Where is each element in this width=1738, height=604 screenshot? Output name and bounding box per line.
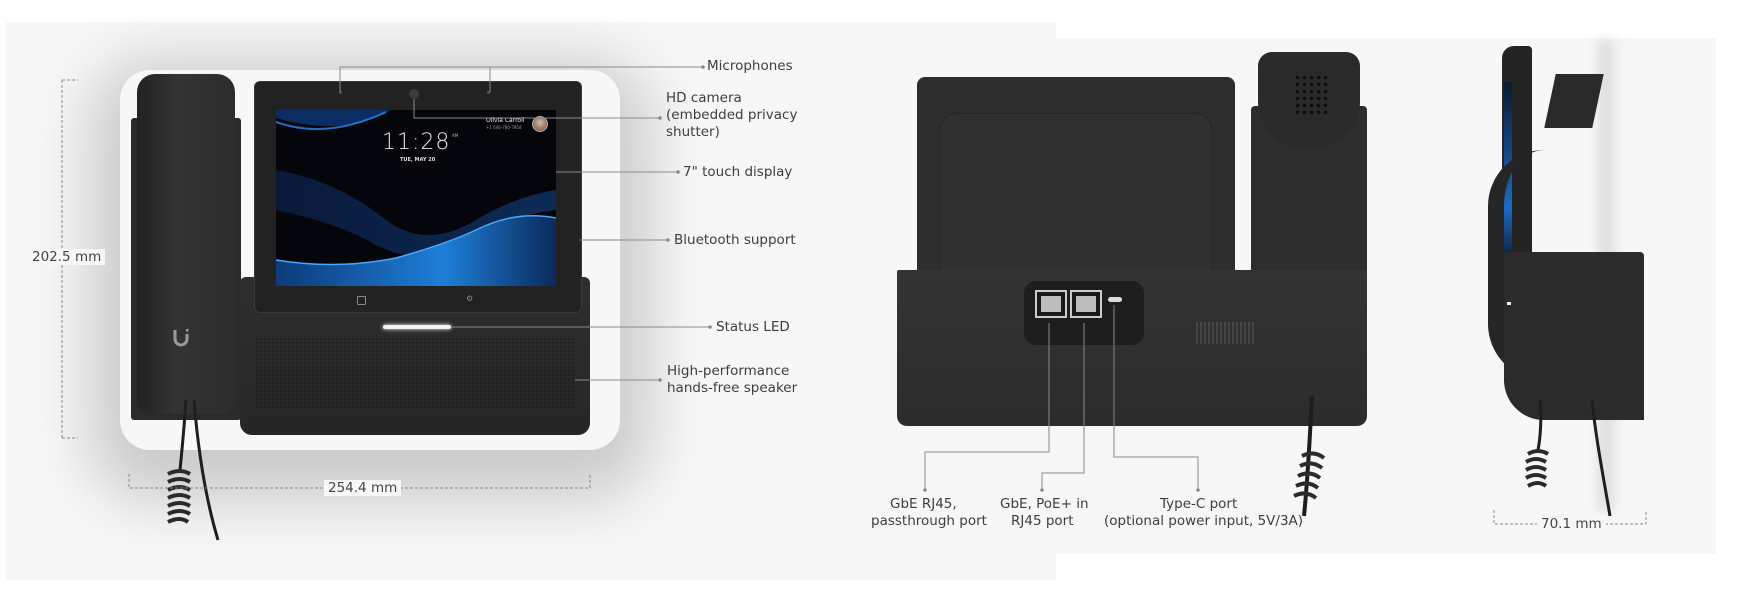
callout-passthrough-line1: GbE RJ45, (890, 496, 957, 512)
clock-ampm: AM (452, 133, 459, 138)
user-avatar[interactable] (532, 116, 548, 132)
side-base (1504, 252, 1644, 420)
callout-status-led: Status LED (716, 319, 790, 335)
callout-poe-line2: RJ45 port (1011, 513, 1074, 529)
side-curve (1488, 150, 1544, 380)
speaker-grille (255, 337, 575, 409)
clock-date: TUE, MAY 20 (400, 157, 436, 163)
rj45-poe-port[interactable] (1070, 290, 1102, 318)
callout-display: 7" touch display (683, 164, 793, 180)
rj45-passthrough-port[interactable] (1035, 290, 1067, 318)
handset-cord (167, 400, 220, 541)
handset (137, 74, 235, 414)
recents-icon[interactable] (357, 296, 366, 305)
callout-speaker-line1: High-performance (667, 363, 790, 379)
user-name: Olivia Carroll (486, 117, 525, 124)
microphone-right-icon (487, 91, 490, 94)
back-cord (1293, 396, 1326, 517)
status-led (383, 325, 451, 329)
callout-typec-line2: (optional power input, 5V/3A) (1104, 513, 1304, 529)
callout-camera-line1: HD camera (666, 90, 742, 106)
ubiquiti-logo-icon (171, 326, 191, 348)
clock-time: 11:28 (382, 130, 451, 155)
side-status-led (1507, 302, 1511, 305)
callout-speaker-line2: hands-free speaker (667, 380, 798, 396)
regulatory-label (1196, 322, 1256, 344)
microphone-left-icon (339, 91, 342, 94)
callout-poe-line1: GbE, PoE+ in (1000, 496, 1089, 512)
dimension-height: 202.5 mm (28, 249, 106, 265)
side-cords (1524, 400, 1612, 517)
callout-passthrough-line2: passthrough port (871, 513, 987, 529)
settings-icon[interactable]: ⚙ (466, 294, 474, 303)
wallpaper-waves (276, 110, 556, 286)
camera-icon (409, 89, 419, 99)
dimension-width: 254.4 mm (324, 480, 402, 496)
display-back-plate (940, 113, 1212, 279)
touch-display[interactable]: 11:28 AM TUE, MAY 20 Olivia Carroll +1 6… (276, 110, 556, 286)
callout-microphones: Microphones (707, 58, 793, 74)
callout-typec-line1: Type-C port (1160, 496, 1238, 512)
callout-bluetooth: Bluetooth support (674, 232, 796, 248)
usb-c-port[interactable] (1108, 297, 1122, 302)
callout-camera-line3: shutter) (666, 124, 720, 140)
user-phone: +1 646-780-7958 (486, 125, 522, 130)
callout-camera-line2: (embedded privacy (666, 107, 798, 123)
dimension-depth: 70.1 mm (1537, 516, 1606, 532)
earpiece-grille (1294, 74, 1328, 114)
